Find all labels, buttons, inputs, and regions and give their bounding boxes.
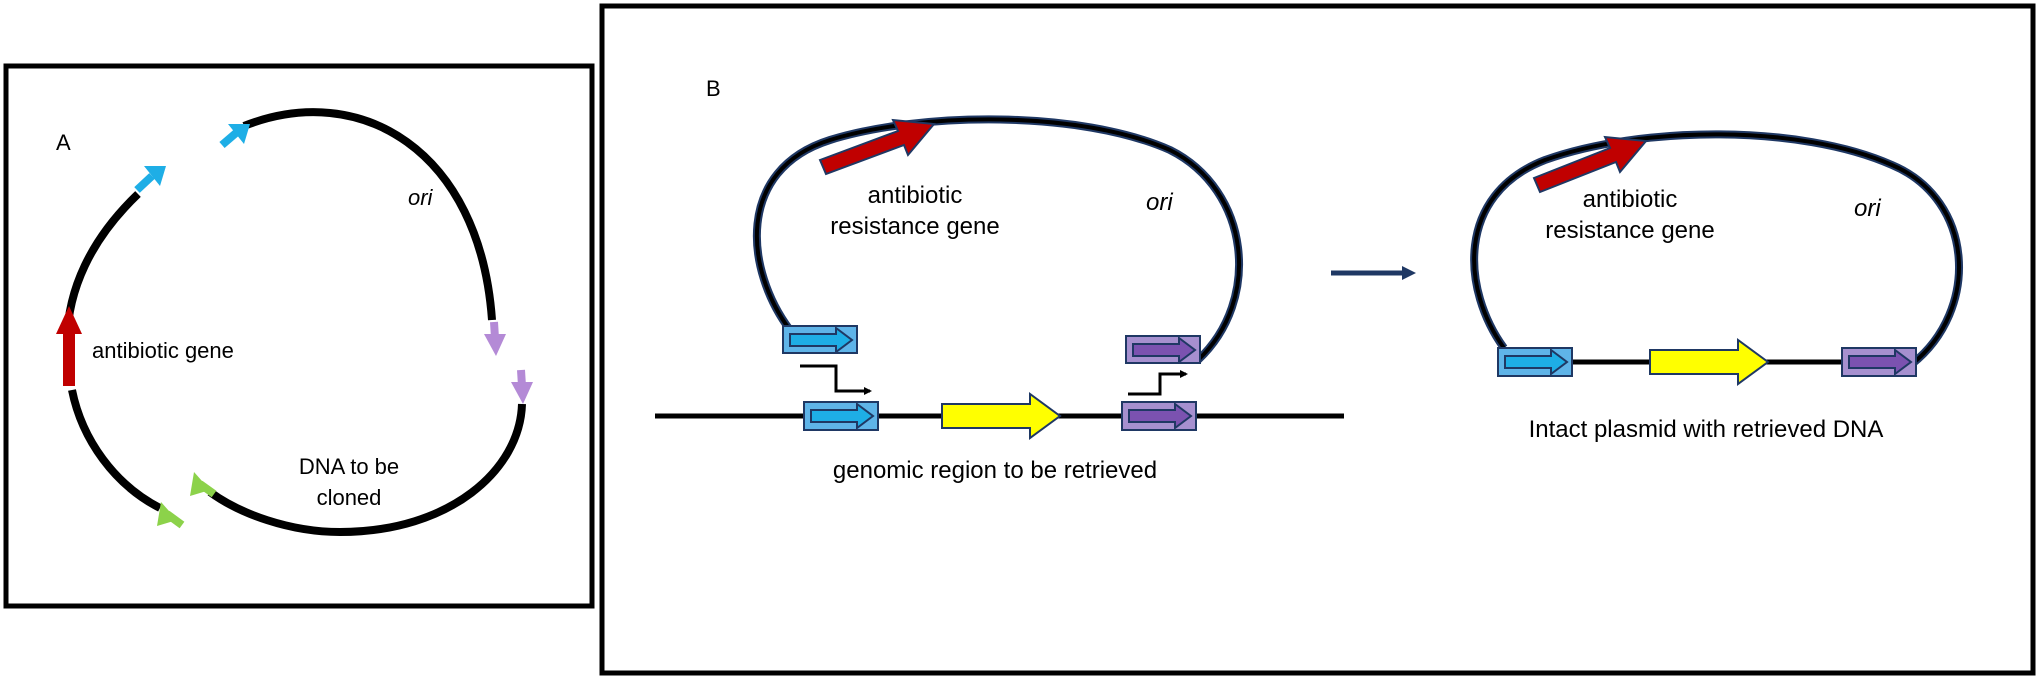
genomic-caption: genomic region to be retrieved: [833, 457, 1157, 484]
genomic-region: genomic region to be retrieved: [655, 392, 1344, 484]
yellow-gene-arrow-genomic: [941, 392, 1062, 440]
green-arrow-1: [190, 472, 217, 498]
resistance-arrow-left: [818, 118, 936, 176]
plasmid-ring-a: [63, 108, 526, 537]
ori-label-right: ori: [1854, 195, 1881, 222]
resistance-label-left-1: antibiotic: [868, 182, 963, 209]
resistance-label-right-2: resistance gene: [1545, 217, 1714, 244]
panel-b-frame: [599, 3, 2036, 676]
ring-right-segment: [207, 403, 526, 537]
blue-homology-box-genomic: [803, 401, 879, 431]
cyan-arrow-2: [219, 124, 250, 149]
lavender-arrow-2: [511, 369, 533, 404]
plasmid-right: antibiotic resistance gene ori Intact pl…: [1470, 130, 1963, 443]
purple-homology-box-genomic: [1121, 401, 1197, 431]
panel-b: B antibiotic resistance gene ori: [599, 3, 2036, 676]
resistance-label-left-2: resistance gene: [830, 213, 999, 240]
blue-homology-box-right: [1497, 347, 1573, 377]
panel-a-letter: A: [56, 130, 71, 155]
ring-bottom-left-segment: [68, 389, 162, 512]
plasmid-left: antibiotic resistance gene ori: [753, 115, 1243, 364]
ori-label-a: ori: [408, 185, 434, 210]
intact-plasmid-caption: Intact plasmid with retrieved DNA: [1529, 416, 1884, 443]
blue-homology-box-plasmid-left: [782, 325, 858, 354]
ori-label-left: ori: [1146, 189, 1173, 216]
panel-a: A antibiotic gene ori: [3, 63, 595, 609]
resistance-arrow-right: [1532, 135, 1648, 194]
cyan-arrow-1: [134, 166, 166, 193]
yellow-gene-arrow-right: [1649, 338, 1770, 386]
dna-to-be-cloned-line2: cloned: [317, 485, 382, 510]
antibiotic-gene-label: antibiotic gene: [92, 338, 234, 363]
purple-homology-box-plasmid-left: [1125, 335, 1201, 364]
green-arrow-2: [157, 502, 185, 529]
promoter-arrow-left: [800, 364, 872, 395]
purple-homology-box-right: [1841, 347, 1917, 377]
promoter-arrow-right: [1128, 370, 1188, 396]
ring-top-segment: [242, 108, 496, 321]
ring-left-segment: [63, 191, 141, 341]
dna-to-be-cloned-line1: DNA to be: [299, 454, 399, 479]
lavender-arrow-1: [484, 321, 506, 356]
antibiotic-gene-arrow: [56, 306, 82, 386]
plasmid-right-loop: [1470, 130, 1963, 368]
resistance-label-right-1: antibiotic: [1583, 186, 1678, 213]
panel-b-letter: B: [706, 76, 721, 101]
panel-a-frame: [3, 63, 595, 609]
transition-arrow: [1331, 266, 1416, 280]
